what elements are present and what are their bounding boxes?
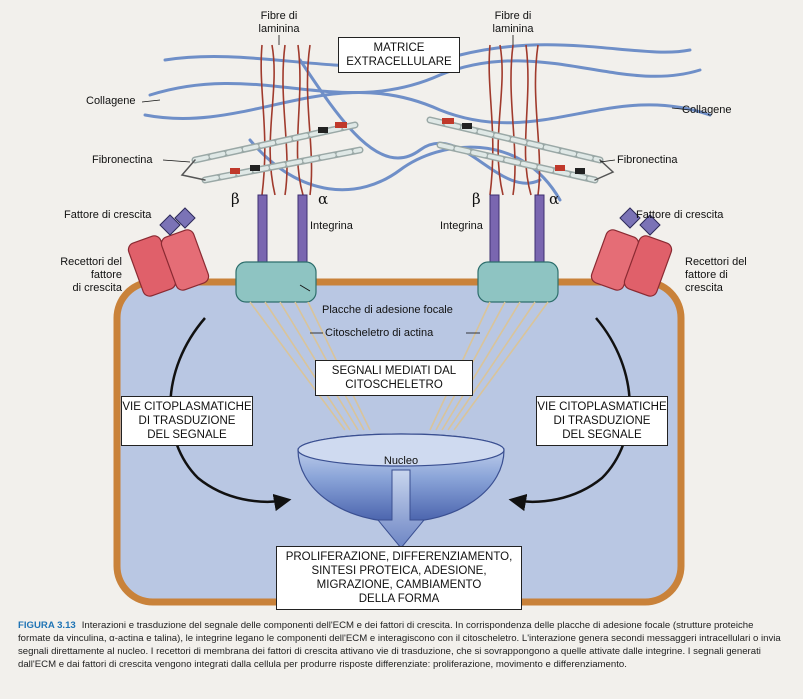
growth-factor-label-right: Fattore di crescita (636, 209, 724, 221)
growth-factor-label-left: Fattore di crescita (64, 209, 152, 221)
fibronectin-right (426, 116, 615, 184)
focal-plaque-right (477, 261, 559, 303)
beta-label-left: β (231, 190, 240, 208)
integrin-left (257, 194, 308, 271)
focal-plaque-label: Placche di adesione focale (322, 304, 453, 316)
laminin-fibers-left (260, 44, 313, 196)
figure-number: FIGURA 3.13 (18, 620, 76, 631)
alpha-label-left: α (318, 190, 329, 208)
caption-text: Interazioni e trasduzione del segnale de… (18, 620, 781, 670)
actin-label: Citoscheletro di actina (325, 327, 434, 339)
collagen-label-right: Collagene (682, 104, 732, 116)
alpha-label-right: α (549, 190, 560, 208)
integrin-label-right: Integrina (440, 220, 483, 232)
fibronectin-label-right: Fibronectina (617, 154, 678, 166)
laminin-label-right: Fibre di laminina (492, 10, 534, 35)
pathway-box-left: VIE CITOPLASMATICHE DI TRASDUZIONE DEL S… (121, 396, 253, 446)
focal-plaque-left (235, 261, 317, 303)
receptor-right (590, 229, 673, 297)
actin-cytoskeleton-right (429, 301, 549, 431)
pathway-box-right: VIE CITOPLASMATICHE DI TRASDUZIONE DEL S… (536, 396, 668, 446)
beta-label-right: β (472, 190, 481, 208)
integrin-right (489, 194, 545, 271)
laminin-label-left: Fibre di laminina (258, 10, 300, 35)
collagen-label-left: Collagene (86, 95, 136, 107)
outcome-box: PROLIFERAZIONE, DIFFERENZIAMENTO, SINTES… (276, 546, 522, 610)
right-pathway-arrow (508, 317, 631, 512)
nucleus-output-arrow (376, 469, 426, 549)
cytoskeleton-signals-box: SEGNALI MEDIATI DAL CITOSCHELETRO (315, 360, 473, 396)
growth-factor-right (619, 207, 661, 236)
left-pathway-arrow (169, 317, 292, 512)
matrice-box: MATRICE EXTRACELLULARE (338, 37, 460, 73)
fibronectin-label-left: Fibronectina (92, 154, 153, 166)
growth-factor-left (159, 207, 196, 236)
receptor-label-right: Recettori del fattore di crescita (685, 256, 747, 294)
integrin-label-left: Integrina (310, 220, 353, 232)
fibronectin-left (180, 121, 364, 184)
laminin-fibers-right (488, 44, 541, 196)
nucleus-label: Nucleo (383, 455, 419, 467)
receptor-left (127, 229, 210, 297)
receptor-label-left: Recettori del fattore di crescita (60, 256, 122, 294)
leader-lines (141, 35, 691, 334)
nucleus-top (297, 433, 505, 467)
